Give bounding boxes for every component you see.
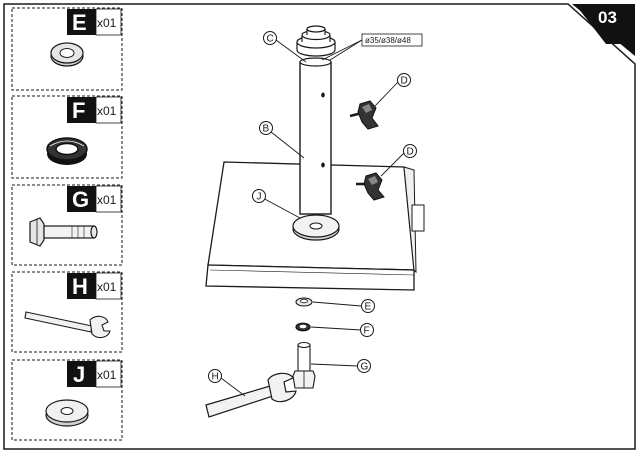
exploded-washer-e [295,297,313,307]
callout-f: F [360,323,374,337]
part-qty: x01 [97,104,117,118]
svg-text:E: E [365,302,372,313]
pole-diameter-label: ø35/ø38/ø48 [361,33,423,47]
part-letter-bg [67,361,96,387]
svg-text:J: J [257,192,262,203]
callout-d-lower: D [403,144,417,158]
page-frame [3,3,636,450]
flat-washer-icon [50,42,84,67]
part-qty: x01 [97,368,117,382]
part-letter: J [73,362,85,387]
part-panel-e: E x01 [11,7,123,91]
leader-lines [216,39,405,397]
part-qty: x01 [97,280,117,294]
callout-e: E [361,299,375,313]
part-box [11,359,123,441]
part-box [11,95,123,179]
part-panel-j: J x01 [11,359,123,441]
callout-c: C [263,31,277,45]
part-panel-h: H x01 [11,271,123,353]
bolt-icon [29,217,98,247]
part-box [11,7,123,91]
svg-text:D: D [401,76,408,87]
part-letter-bg [67,273,96,299]
svg-text:G: G [361,362,369,373]
knob-screw-lower [356,172,385,201]
step-badge: 03 [572,4,635,56]
wrench-tool [205,372,297,418]
pole [299,57,332,215]
svg-text:B: B [263,124,270,135]
part-qty: x01 [97,16,117,30]
spring-washer-icon [46,137,88,165]
adaptor-sleeves [296,25,336,57]
part-letter: H [72,274,88,299]
large-washer-icon [45,399,89,427]
svg-text:C: C [267,34,274,45]
svg-text:H: H [212,372,219,383]
callout-g: G [357,359,371,373]
pole-diameter-text: ø35/ø38/ø48 [365,36,411,45]
callout-j: J [252,189,266,203]
knob-screw-upper [349,100,379,130]
svg-text:D: D [407,147,414,158]
callout-b: B [259,121,273,135]
part-letter-bg [67,97,96,123]
part-box [11,271,123,353]
callout-h: H [208,369,222,383]
wrench-icon [24,311,111,339]
part-letter-bg [67,9,96,35]
step-number: 03 [598,8,617,27]
part-panel-g: G x01 [11,184,123,266]
part-letter: E [72,10,87,35]
callout-d-upper: D [397,73,411,87]
part-box [11,184,123,266]
part-panel-f: F x01 [11,95,123,179]
part-qty: x01 [97,193,117,207]
part-letter: G [72,187,89,212]
exploded-spring-washer-f [295,322,311,332]
base-washer [292,214,340,241]
svg-text:F: F [364,326,370,337]
part-letter-bg [67,186,96,212]
part-letter: F [72,98,85,123]
exploded-bolt-g [292,342,316,389]
